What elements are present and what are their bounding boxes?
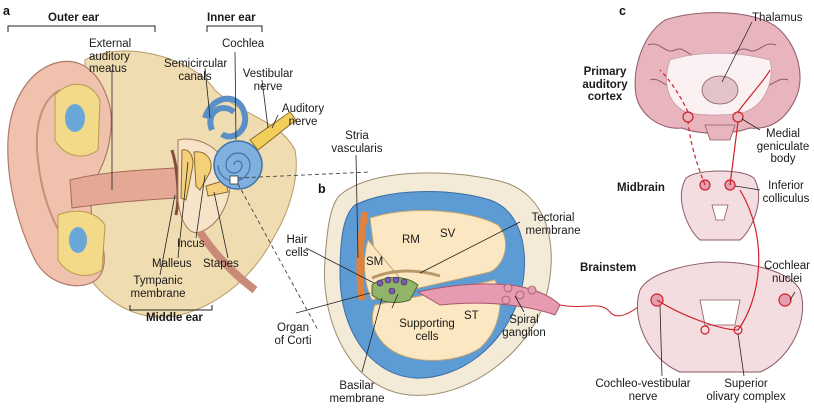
thalamus-shape — [702, 76, 738, 104]
cochlea-cross-section — [324, 173, 648, 395]
panel-a-letter: a — [3, 4, 10, 18]
zoom-box — [230, 176, 238, 184]
auditory-nerve-label: Auditory nerve — [276, 103, 330, 128]
hair-cells-label: Hair cells — [280, 234, 314, 259]
cn-right — [779, 294, 791, 306]
brain-coronal-section — [635, 13, 800, 140]
blue-fluid-upper — [65, 104, 85, 132]
external-auditory-meatus-label: External auditory meatus — [89, 38, 131, 76]
outer-ear-label: Outer ear — [48, 12, 99, 25]
incus-label: Incus — [177, 238, 205, 251]
midbrain-label: Midbrain — [617, 182, 665, 195]
supporting-cells-label: Supporting cells — [392, 318, 462, 343]
organ-of-corti-label: Organ of Corti — [270, 322, 316, 347]
ganglion-to-brainstem-line — [560, 300, 648, 316]
superior-olivary-complex-label: Superior olivary complex — [698, 378, 794, 403]
thalamus-label: Thalamus — [752, 12, 803, 25]
brain-stem-base — [705, 125, 735, 140]
inner-ear-label: Inner ear — [207, 12, 256, 25]
blue-fluid-lower — [69, 227, 87, 253]
rm-label: RM — [402, 234, 420, 247]
st-label: ST — [464, 310, 479, 323]
cochlea-label: Cochlea — [222, 38, 264, 51]
tectorial-membrane-label: Tectorial membrane — [520, 212, 586, 237]
panel-c-letter: c — [619, 4, 626, 18]
spiral-ganglion-label: Spiral ganglion — [498, 314, 550, 339]
sv-label: SV — [440, 228, 455, 241]
semicircular-canals-label: Semicircular canals — [164, 58, 226, 83]
stria-vascularis-label: Stria vascularis — [326, 130, 388, 155]
vestibular-nerve-label: Vestibular nerve — [240, 68, 296, 93]
brainstem-label: Brainstem — [580, 262, 636, 275]
basilar-membrane-label: Basilar membrane — [325, 380, 389, 405]
panel-b-letter: b — [318, 182, 326, 196]
inferior-colliculus-label: Inferior colliculus — [758, 180, 814, 205]
cochleo-vestibular-nerve-label: Cochleo-vestibular nerve — [586, 378, 700, 403]
stapes-label: Stapes — [203, 258, 239, 271]
medial-geniculate-body-label: Medial geniculate body — [752, 128, 814, 166]
primary-auditory-cortex-label: Primary auditory cortex — [575, 66, 635, 104]
midbrain-section — [681, 171, 758, 240]
malleus-label: Malleus — [152, 258, 192, 271]
sm-label: SM — [366, 256, 383, 269]
cochlear-nuclei-label: Cochlear nuclei — [760, 260, 814, 285]
middle-ear-label: Middle ear — [146, 312, 203, 325]
tympanic-membrane-label: Tympanic membrane — [122, 275, 194, 300]
